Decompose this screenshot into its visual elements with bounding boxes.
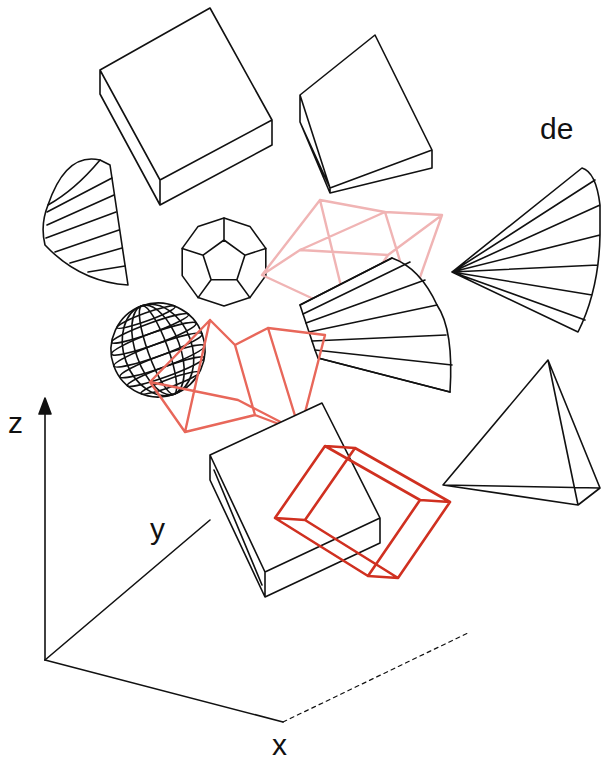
- dashed-guide: [283, 632, 470, 722]
- segment-stripes: [46, 160, 125, 272]
- axis-label: x: [272, 728, 287, 761]
- z-axis: [44, 412, 46, 660]
- wedge: [300, 35, 432, 193]
- axis-label: z: [8, 406, 23, 439]
- pyramid: [443, 360, 600, 505]
- dodecahedron: [182, 218, 266, 306]
- text-fragment: de: [540, 112, 573, 145]
- axis-label: y: [150, 512, 165, 545]
- truncated-cone-lines: [300, 258, 452, 392]
- dodecahedron-edges: [182, 218, 266, 298]
- x-axis: [45, 660, 283, 722]
- cone: [452, 168, 600, 332]
- axis-arrowhead: [39, 398, 51, 414]
- cuboid: [100, 8, 272, 205]
- y-axis: [45, 520, 210, 660]
- cone-segment: [43, 159, 128, 285]
- red-wireframe: [275, 446, 450, 578]
